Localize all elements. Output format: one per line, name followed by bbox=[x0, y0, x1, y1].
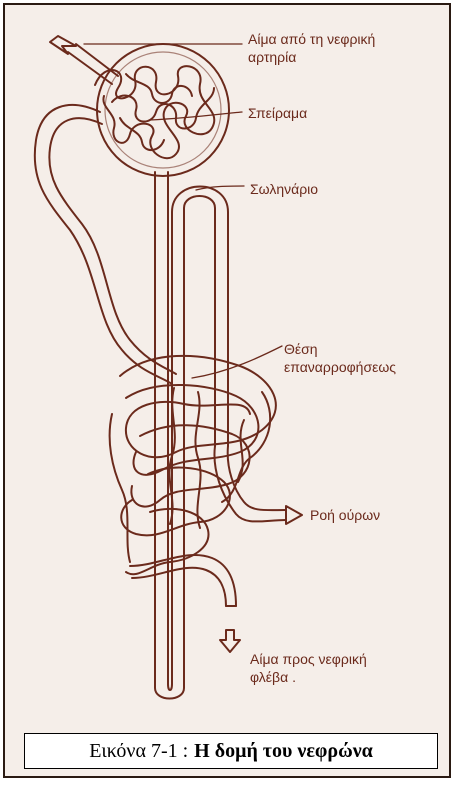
vein-arrow-icon bbox=[220, 630, 240, 652]
tubule bbox=[155, 172, 228, 699]
bowman-capsule-inner bbox=[105, 52, 221, 168]
figure-caption: Εικόνα 7-1 : Η δομή του νεφρώνα bbox=[24, 733, 438, 769]
label-renal-artery: Αίμα από τη νεφρική αρτηρία bbox=[248, 30, 375, 66]
label-renal-vein: Αίμα προς νεφρική φλέβα . bbox=[250, 650, 367, 686]
renal-artery-vessel bbox=[50, 36, 118, 84]
urine-arrow-icon bbox=[286, 506, 302, 524]
label-reabsorption-site: Θέση επαναρροφήσεως bbox=[284, 340, 396, 376]
caption-title: Η δομή του νεφρώνα bbox=[194, 740, 373, 763]
label-tubule: Σωληνάριο bbox=[250, 180, 318, 198]
label-glomerulus: Σπείραμα bbox=[248, 104, 307, 122]
caption-prefix: Εικόνα 7-1 : bbox=[89, 740, 188, 763]
bowman-capsule bbox=[97, 44, 229, 176]
label-urine-flow: Ροή ούρων bbox=[310, 506, 380, 524]
artery-arrow-icon bbox=[50, 36, 76, 54]
capillary-network bbox=[110, 356, 276, 606]
